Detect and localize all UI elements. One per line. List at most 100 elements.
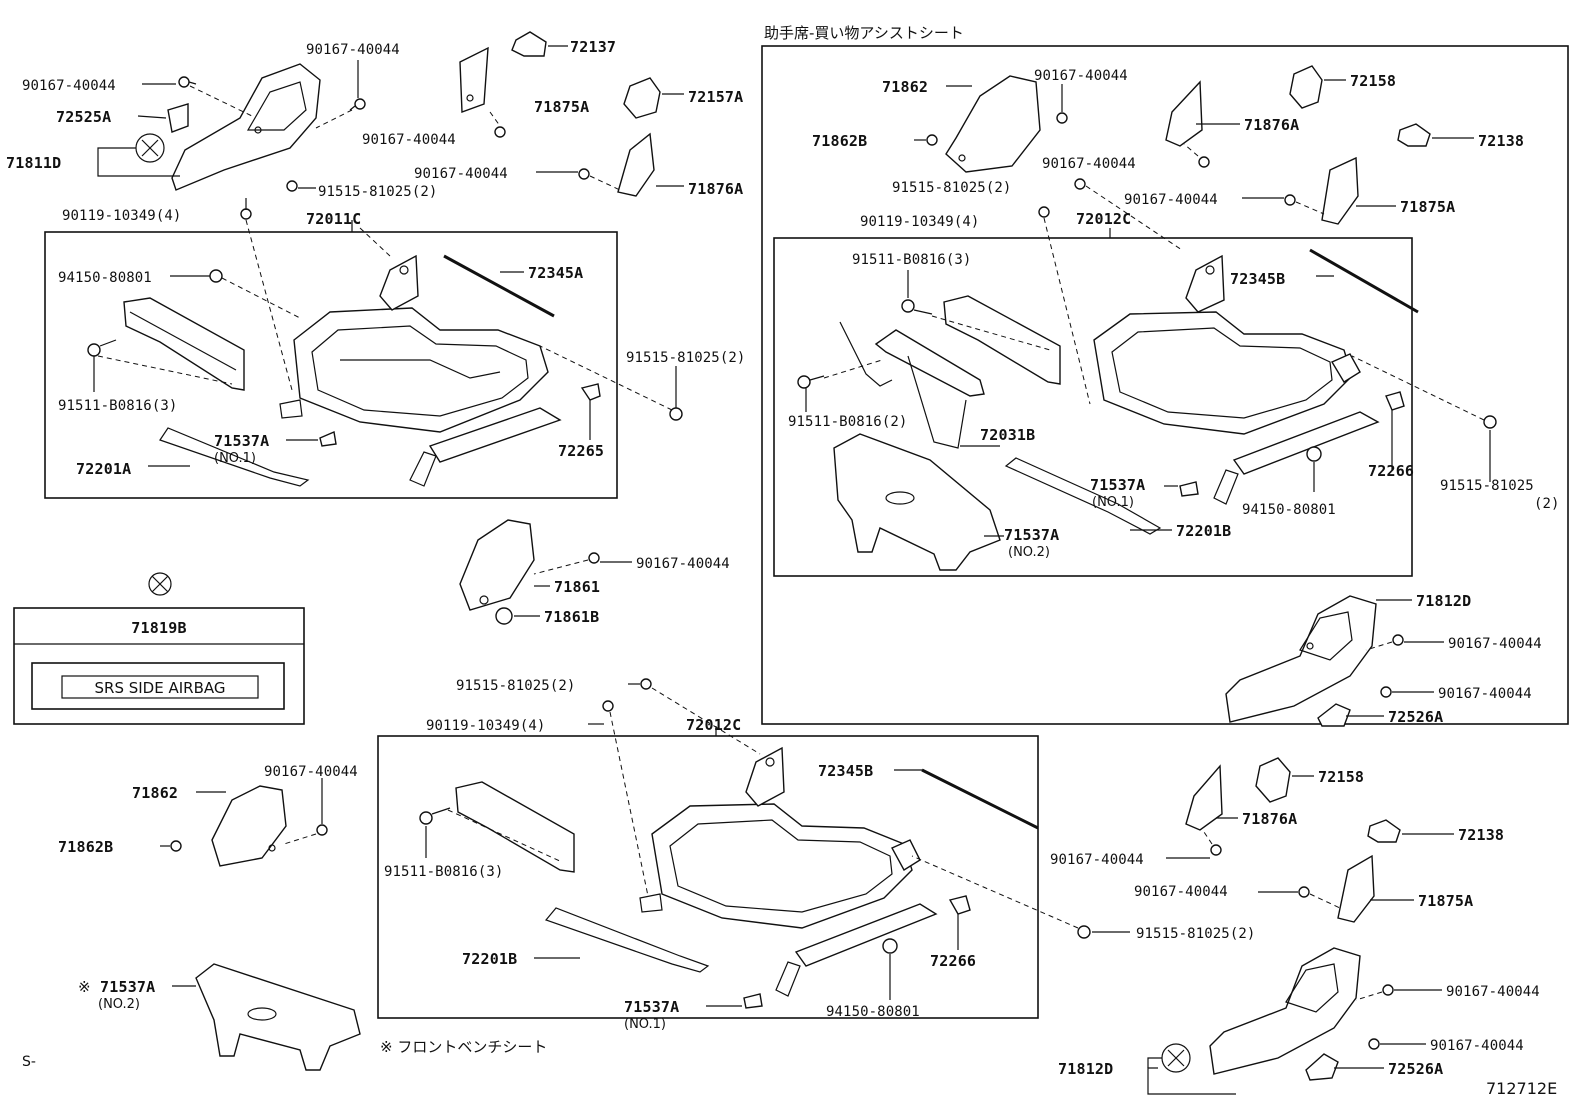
- label-90167-40044: 90167-40044: [22, 78, 116, 94]
- seat-adjuster-72011c: [123, 254, 562, 487]
- label-91515-81025: 91515-81025(2): [626, 350, 745, 366]
- clip-72266-bench: [948, 895, 971, 915]
- cap-72526a-passenger: [1317, 703, 1351, 727]
- clip-72138: [1397, 123, 1431, 147]
- label-qty-2: (2): [1534, 496, 1560, 512]
- seat-adjuster-72012c-passenger: [943, 254, 1380, 505]
- label-91511-b0816: 91511-B0816(3): [384, 864, 503, 880]
- wire-72201b-passenger: [1004, 457, 1162, 535]
- cover-71862-upper: [945, 75, 1041, 173]
- nut-icon: [882, 938, 898, 954]
- bracket-71875a-lower: [1337, 854, 1375, 923]
- label-71537a: 71537A: [100, 978, 155, 996]
- bolt-icon: [901, 299, 933, 315]
- diagram-code: 712712E: [1486, 1079, 1557, 1098]
- passenger-seat-title: 助手席-買い物アシストシート: [764, 24, 964, 42]
- clip-72266: [1385, 391, 1405, 411]
- bolt-icon: [588, 552, 600, 564]
- bolt-icon: [1038, 206, 1050, 218]
- label-90167-40044: 90167-40044: [1050, 852, 1144, 868]
- srs-label-group: 71819B SRS SIDE AIRBAG: [13, 572, 305, 725]
- frame-box-left: [44, 231, 618, 499]
- corner-mark: S-: [22, 1054, 36, 1070]
- bracket-71876a-passenger: [1165, 80, 1203, 147]
- wire-72201b-bench: [544, 907, 710, 973]
- label-72201b: 72201B: [462, 950, 517, 968]
- bolt-icon: [1284, 194, 1296, 206]
- pad-71537a-bench: [743, 993, 763, 1009]
- label-71537a: 71537A: [1004, 526, 1059, 544]
- label-90167-40044: 90167-40044: [362, 132, 456, 148]
- label-71812d: 71812D: [1416, 592, 1471, 610]
- frame-box-bench: [377, 735, 1039, 1019]
- cap-71861b: [495, 607, 513, 625]
- label-no2: (NO.2): [1008, 545, 1050, 560]
- bolt-icon: [1198, 156, 1210, 168]
- label-91511-b0816: 91511-B0816(3): [58, 398, 177, 414]
- label-71875a: 71875A: [1400, 198, 1455, 216]
- nut-icon: [1306, 446, 1322, 462]
- label-72265: 72265: [558, 442, 604, 460]
- frame-box-passenger-inner: [773, 237, 1413, 577]
- bolt-icon: [669, 394, 683, 421]
- label-71876a: 71876A: [1242, 810, 1297, 828]
- label-90167-40044: 90167-40044: [414, 166, 508, 182]
- label-no1: (NO.1): [624, 1017, 666, 1032]
- label-72345a: 72345A: [528, 264, 583, 282]
- label-71537a: 71537A: [214, 432, 269, 450]
- recliner-cover-71812d-lower: [1161, 947, 1361, 1075]
- label-90167-40044: 90167-40044: [1438, 686, 1532, 702]
- label-91511-b0816: 91511-B0816(3): [852, 252, 971, 268]
- label-72031b: 72031B: [980, 426, 1035, 444]
- bolt-icon: [1382, 984, 1394, 996]
- label-91515-81025: 91515-81025(2): [456, 678, 575, 694]
- label-71876a: 71876A: [1244, 116, 1299, 134]
- bolt-icon: [797, 375, 825, 389]
- bracket-71876a: [617, 132, 655, 197]
- label-94150-80801: 94150-80801: [1242, 502, 1336, 518]
- label-72201a: 72201A: [76, 460, 131, 478]
- label-90167-40044: 90167-40044: [264, 764, 358, 780]
- bolt-icon: [1074, 178, 1086, 190]
- bolt-icon: [87, 339, 117, 357]
- label-71861: 71861: [554, 578, 600, 596]
- cap-71862b: [926, 134, 938, 146]
- srs-label-text: SRS SIDE AIRBAG: [95, 679, 226, 697]
- label-90167-40044: 90167-40044: [1124, 192, 1218, 208]
- label-71862: 71862: [132, 784, 178, 802]
- label-72137: 72137: [570, 38, 616, 56]
- bolt-icon: [1298, 886, 1310, 898]
- label-94150-80801: 94150-80801: [826, 1004, 920, 1020]
- bolt-icon: [419, 807, 451, 825]
- label-72158: 72158: [1318, 768, 1364, 786]
- frame-72031b: [874, 329, 985, 397]
- bolt-icon: [316, 824, 328, 836]
- label-72157a: 72157A: [688, 88, 743, 106]
- panel-71537a-no2-bench: [195, 963, 361, 1071]
- bracket-71875a-passenger: [1321, 156, 1359, 225]
- label-71875a: 71875A: [1418, 892, 1473, 910]
- bolt-icon: [1368, 1038, 1380, 1050]
- label-72012c: 72012C: [686, 716, 741, 734]
- label-71537a: 71537A: [1090, 476, 1145, 494]
- label-71861b: 71861B: [544, 608, 599, 626]
- label-no1: (NO.1): [1092, 495, 1134, 510]
- pad-71537a-no1: [1179, 481, 1199, 497]
- bracket-71876a-lower: [1185, 764, 1223, 831]
- label-94150-80801: 94150-80801: [58, 270, 152, 286]
- label-no1: (NO.1): [214, 451, 256, 466]
- label-72201b: 72201B: [1176, 522, 1231, 540]
- label-90167-40044: 90167-40044: [1448, 636, 1542, 652]
- bolt-icon: [1077, 925, 1091, 939]
- clip-72265: [580, 383, 601, 401]
- label-71537a: 71537A: [624, 998, 679, 1016]
- label-71876a: 71876A: [688, 180, 743, 198]
- bolt-icon: [602, 700, 614, 712]
- nut-icon: [209, 269, 223, 283]
- label-72266: 72266: [1368, 462, 1414, 480]
- label-72158: 72158: [1350, 72, 1396, 90]
- label-72138: 72138: [1458, 826, 1504, 844]
- bolt-icon: [494, 126, 506, 138]
- label-90119-10349: 90119-10349(4): [426, 718, 545, 734]
